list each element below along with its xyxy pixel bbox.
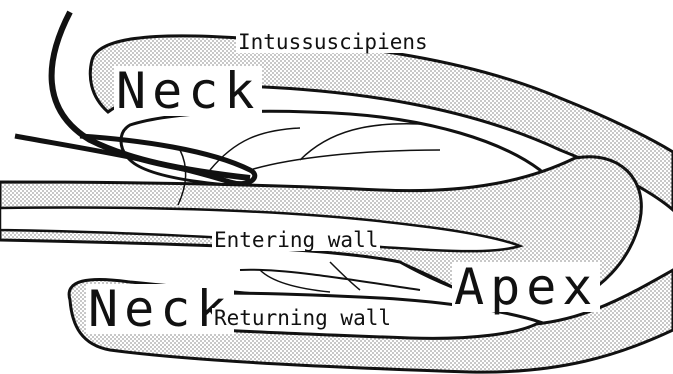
vessel-fine-5 (240, 270, 420, 290)
label-entering-wall: Entering wall (212, 230, 380, 251)
label-neck-upper: Neck (114, 66, 262, 116)
label-intussuscipiens: Intussuscipiens (236, 32, 430, 53)
label-returning-wall: Returning wall (212, 308, 393, 329)
vessel-fine-7 (330, 262, 360, 290)
label-apex: Apex (452, 262, 600, 312)
